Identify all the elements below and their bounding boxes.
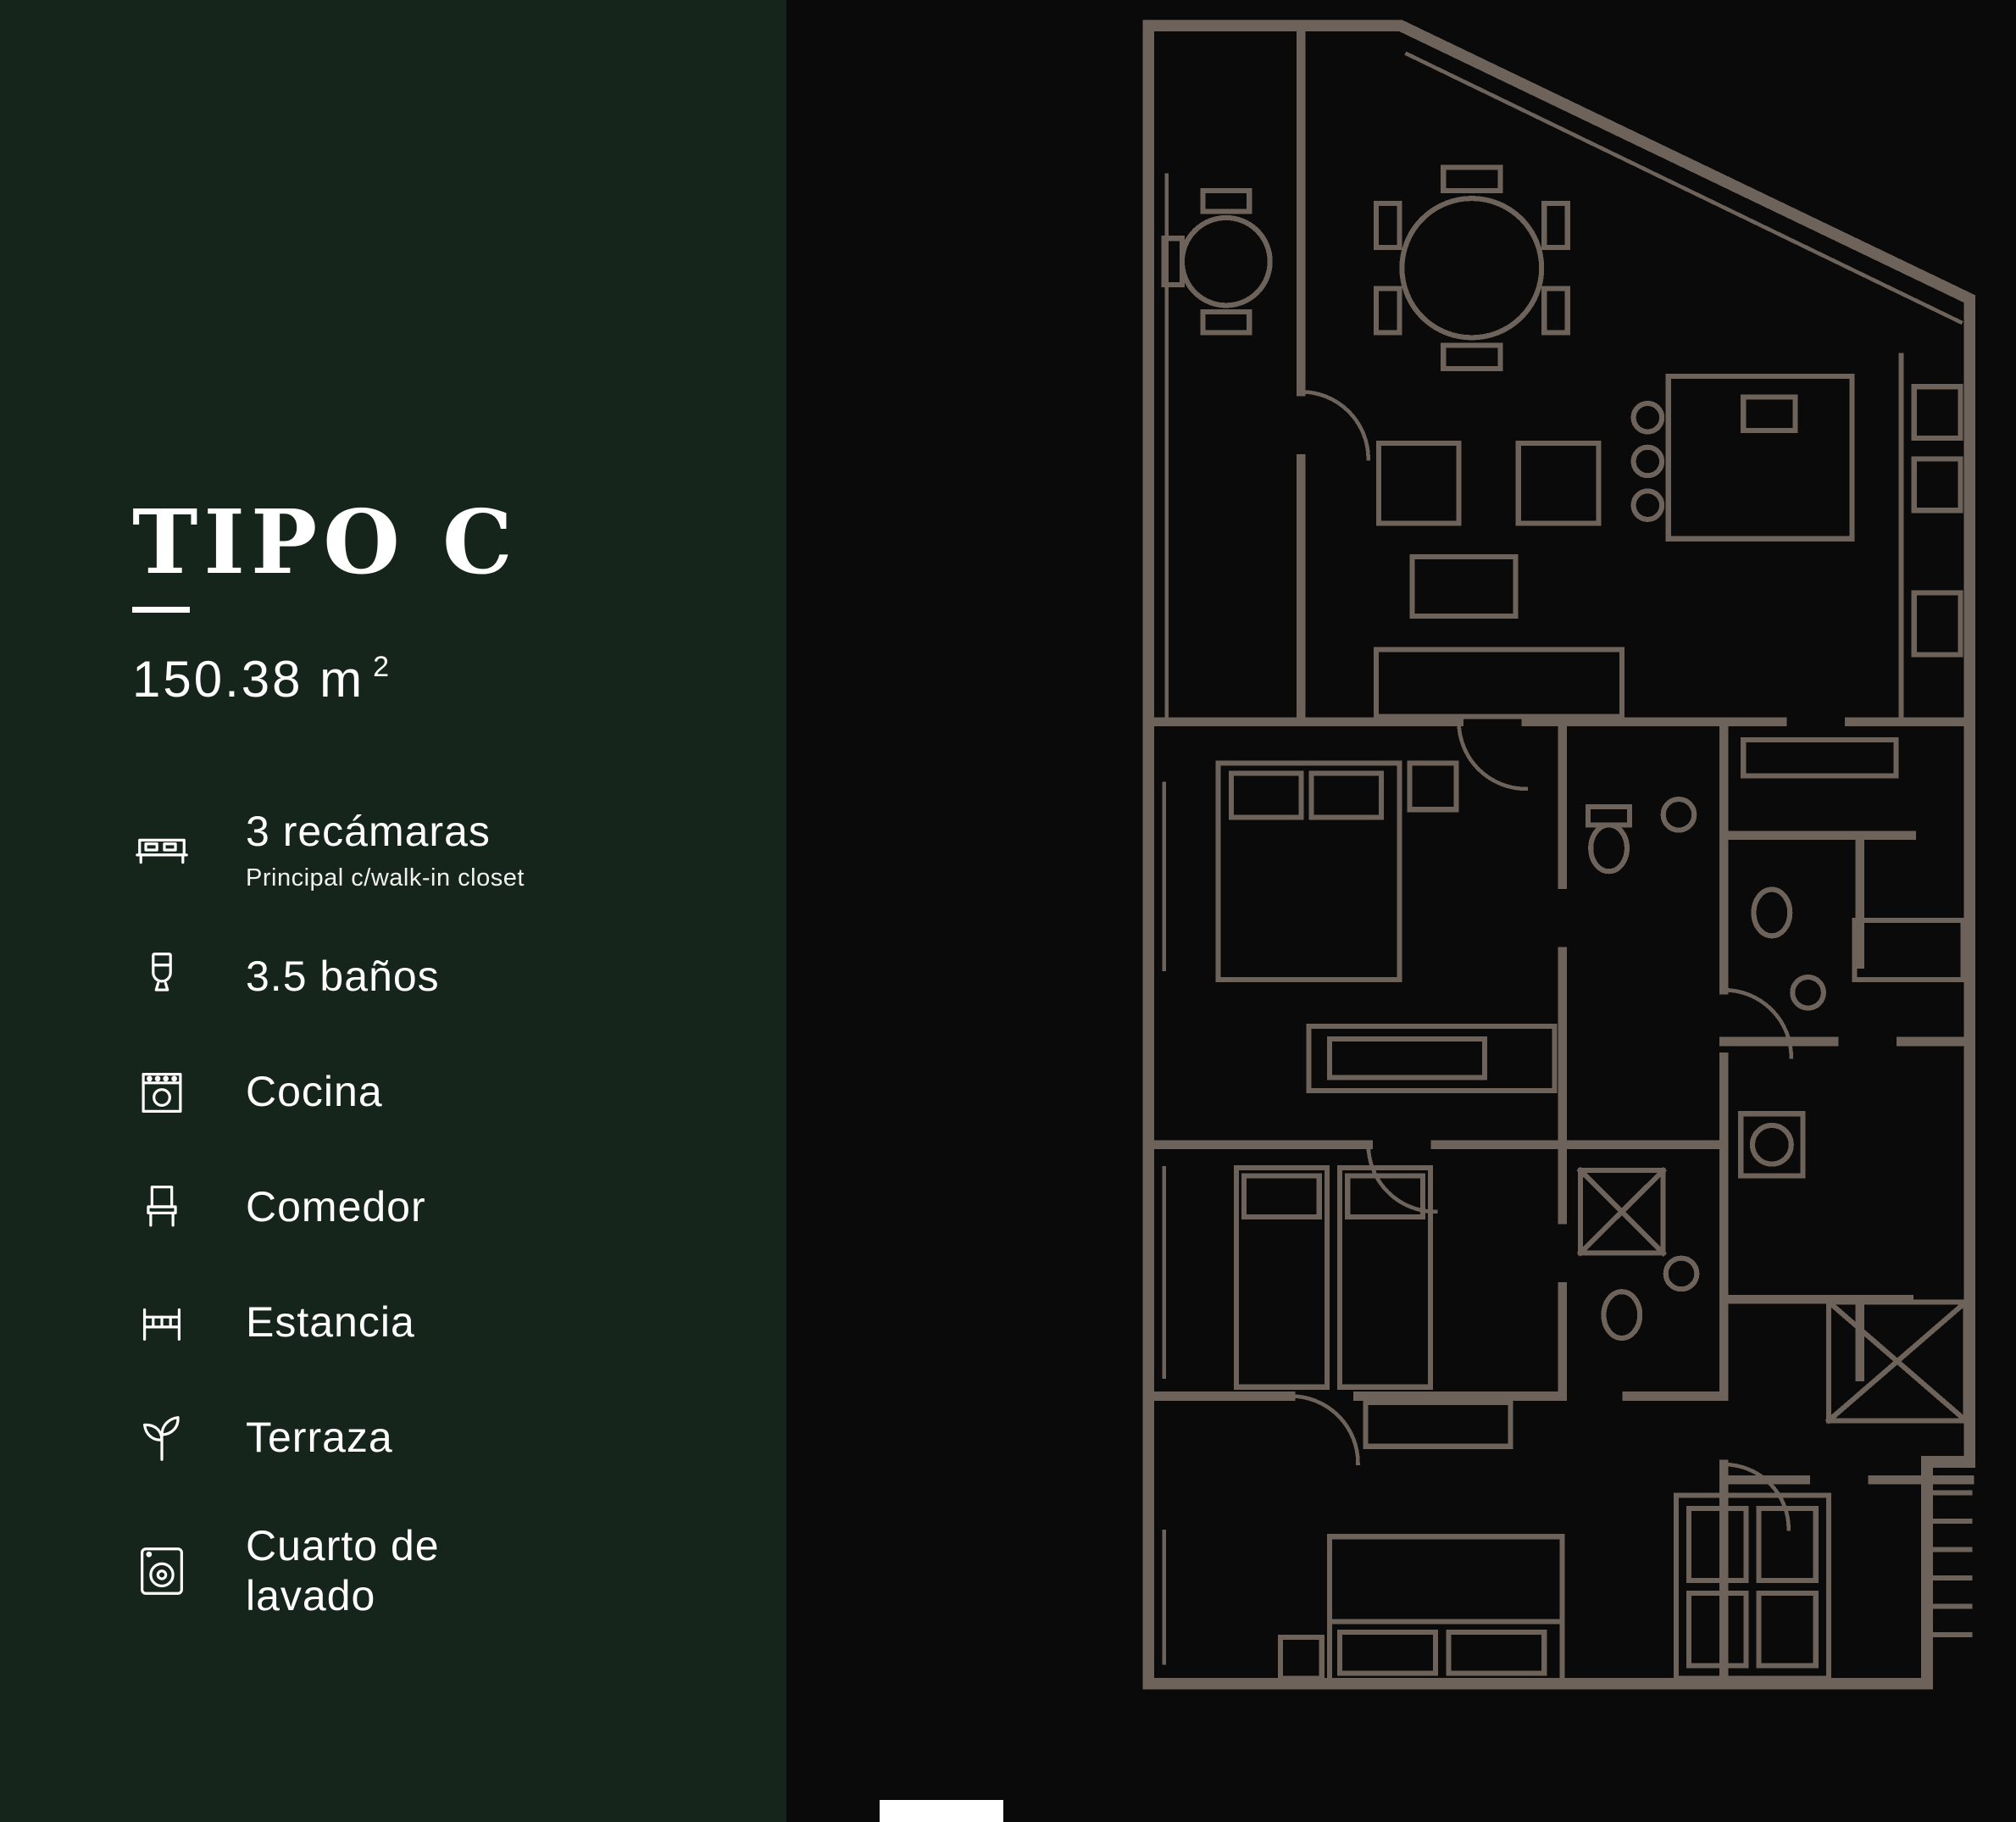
feature-label: Cuarto de lavado: [246, 1522, 440, 1619]
feature-label: Cocina: [246, 1067, 383, 1115]
feature-row-plant: Terraza: [132, 1406, 753, 1469]
sofa-icon: [132, 1291, 208, 1353]
feature-row-washer: Cuarto de lavado: [132, 1521, 753, 1621]
bottom-logo-strip: [880, 1800, 1003, 1822]
feature-texts: 3.5 baños: [246, 952, 440, 1002]
toilet-icon: [132, 945, 208, 1008]
chair-icon: [132, 1175, 208, 1238]
washer-icon: [132, 1540, 208, 1603]
plant-icon: [132, 1406, 208, 1469]
feature-label: Terraza: [246, 1413, 393, 1461]
feature-row-sofa: Estancia: [132, 1291, 753, 1353]
plan-furniture: [1161, 164, 1973, 1686]
feature-row-oven: Cocina: [132, 1060, 753, 1123]
plan-details: [1162, 51, 1963, 1665]
feature-row-toilet: 3.5 baños: [132, 945, 753, 1008]
feature-sublabel: Principal c/walk-in closet: [246, 864, 525, 892]
floor-plan-drawing: [1142, 19, 1976, 1690]
area-value: 150.38 m: [132, 651, 365, 708]
unit-type-title: TIPO C: [132, 490, 519, 594]
area-superscript: 2: [373, 651, 392, 683]
feature-label: 3 recámaras: [246, 808, 491, 855]
feature-row-chair: Comedor: [132, 1175, 753, 1238]
feature-label: Estancia: [246, 1297, 415, 1346]
title-underline: [132, 607, 190, 613]
feature-texts: Cocina: [246, 1067, 383, 1117]
oven-icon: [132, 1060, 208, 1123]
feature-texts: Estancia: [246, 1297, 415, 1347]
feature-label: 3.5 baños: [246, 952, 440, 1000]
floor-plan: [1136, 10, 1976, 1702]
feature-texts: Comedor: [246, 1182, 426, 1232]
bed-icon: [132, 819, 208, 881]
feature-texts: Cuarto de lavado: [246, 1521, 534, 1621]
feature-texts: Terraza: [246, 1413, 393, 1463]
feature-label: Comedor: [246, 1182, 426, 1230]
plan-outer-walls: [1142, 19, 1976, 1690]
plan-interior-walls: [1143, 20, 1974, 1689]
